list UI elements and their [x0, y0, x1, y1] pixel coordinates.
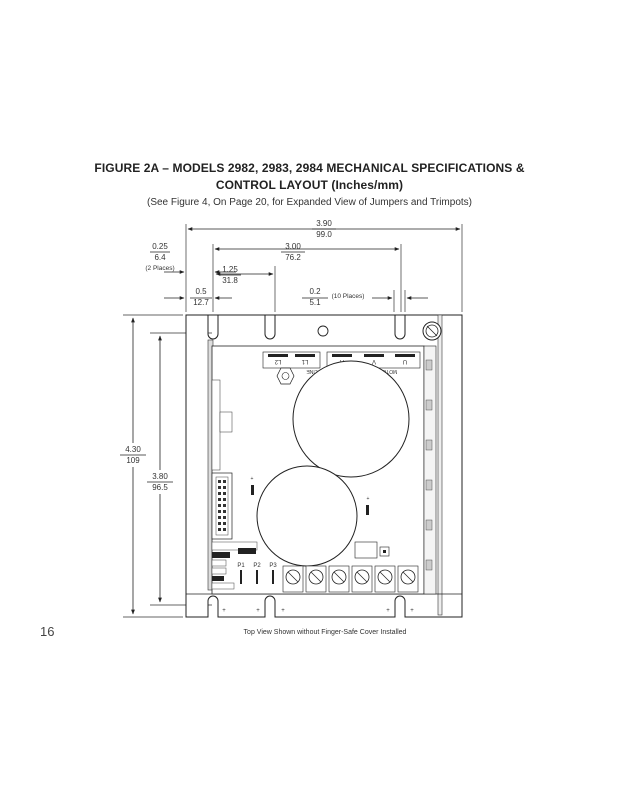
trimpot-row	[282, 565, 419, 593]
board-label-u: U	[403, 358, 407, 364]
svg-text:+: +	[256, 608, 260, 614]
dim-slot-height-mm: 96.5	[152, 483, 168, 492]
dim-overall-height-mm: 109	[126, 456, 140, 465]
dim-slot-offset-mm: 31.8	[222, 276, 238, 285]
figure-caption: Top View Shown without Finger-Safe Cover…	[243, 629, 407, 636]
dim-slot-span-in: 3.00	[285, 242, 301, 251]
dim-overall-height-in: 4.30	[125, 445, 141, 454]
dim-slot-width-mm: 5.1	[309, 298, 321, 307]
board-label-p3: P3	[269, 563, 277, 569]
dim-overall-width-in: 3.90	[316, 219, 332, 228]
svg-text:+: +	[251, 476, 254, 482]
dim-overall-width: 3.90 99.0	[185, 219, 463, 312]
board-label-l1: L1	[301, 358, 308, 364]
dim-slot-height: 3.80 96.5	[145, 332, 212, 606]
dim-edge-margin-note: (2 Places)	[145, 265, 174, 272]
capacitor-top	[292, 360, 410, 478]
board-label-p1: P1	[237, 563, 245, 569]
dim-left-inset-mm: 12.7	[193, 298, 209, 307]
dim-left-inset: 0.5 12.7	[164, 287, 232, 307]
pc-board: L2 L1 LINE A V U MOTOR + +	[211, 345, 437, 614]
dim-left-inset-in: 0.5	[195, 287, 207, 296]
capacitor-bottom	[256, 465, 358, 567]
dim-slot-span: 3.00 76.2	[212, 242, 402, 312]
svg-text:+: +	[222, 608, 226, 614]
dim-overall-width-mm: 99.0	[316, 230, 332, 239]
dim-slot-height-in: 3.80	[152, 472, 168, 481]
svg-text:+: +	[410, 608, 414, 614]
dim-slot-offset-in: 1.25	[222, 265, 238, 274]
figure-title-line-1: FIGURE 2A – MODELS 2982, 2983, 2984 MECH…	[94, 161, 525, 175]
board-label-a: A	[340, 358, 344, 364]
dim-edge-margin-mm: 6.4	[154, 253, 166, 262]
figure-title-line-2: CONTROL LAYOUT (Inches/mm)	[215, 178, 404, 192]
dim-slot-offset: 1.25 31.8	[215, 265, 276, 312]
page-number: 16	[40, 624, 55, 639]
svg-text:+: +	[367, 496, 370, 502]
board-label-motor: MOTOR	[378, 368, 397, 374]
figure-subtitle: (See Figure 4, On Page 20, for Expanded …	[147, 197, 472, 208]
dim-edge-margin: 0.25 6.4 (2 Places)	[145, 242, 236, 274]
svg-text:+: +	[281, 608, 285, 614]
dim-slot-width: 0.2 5.1 (10 Places)	[302, 287, 428, 312]
dim-slot-span-mm: 76.2	[285, 253, 301, 262]
board-label-l2: L2	[274, 358, 281, 364]
svg-text:+: +	[386, 608, 390, 614]
dim-slot-width-note: (10 Places)	[332, 293, 365, 300]
board-label-v: V	[372, 358, 376, 364]
dim-slot-width-in: 0.2	[309, 287, 321, 296]
dim-overall-height: 4.30 109	[118, 314, 183, 618]
board-label-line: LINE	[306, 368, 318, 374]
dim-edge-margin-in: 0.25	[152, 242, 168, 251]
board-label-p2: P2	[253, 563, 261, 569]
